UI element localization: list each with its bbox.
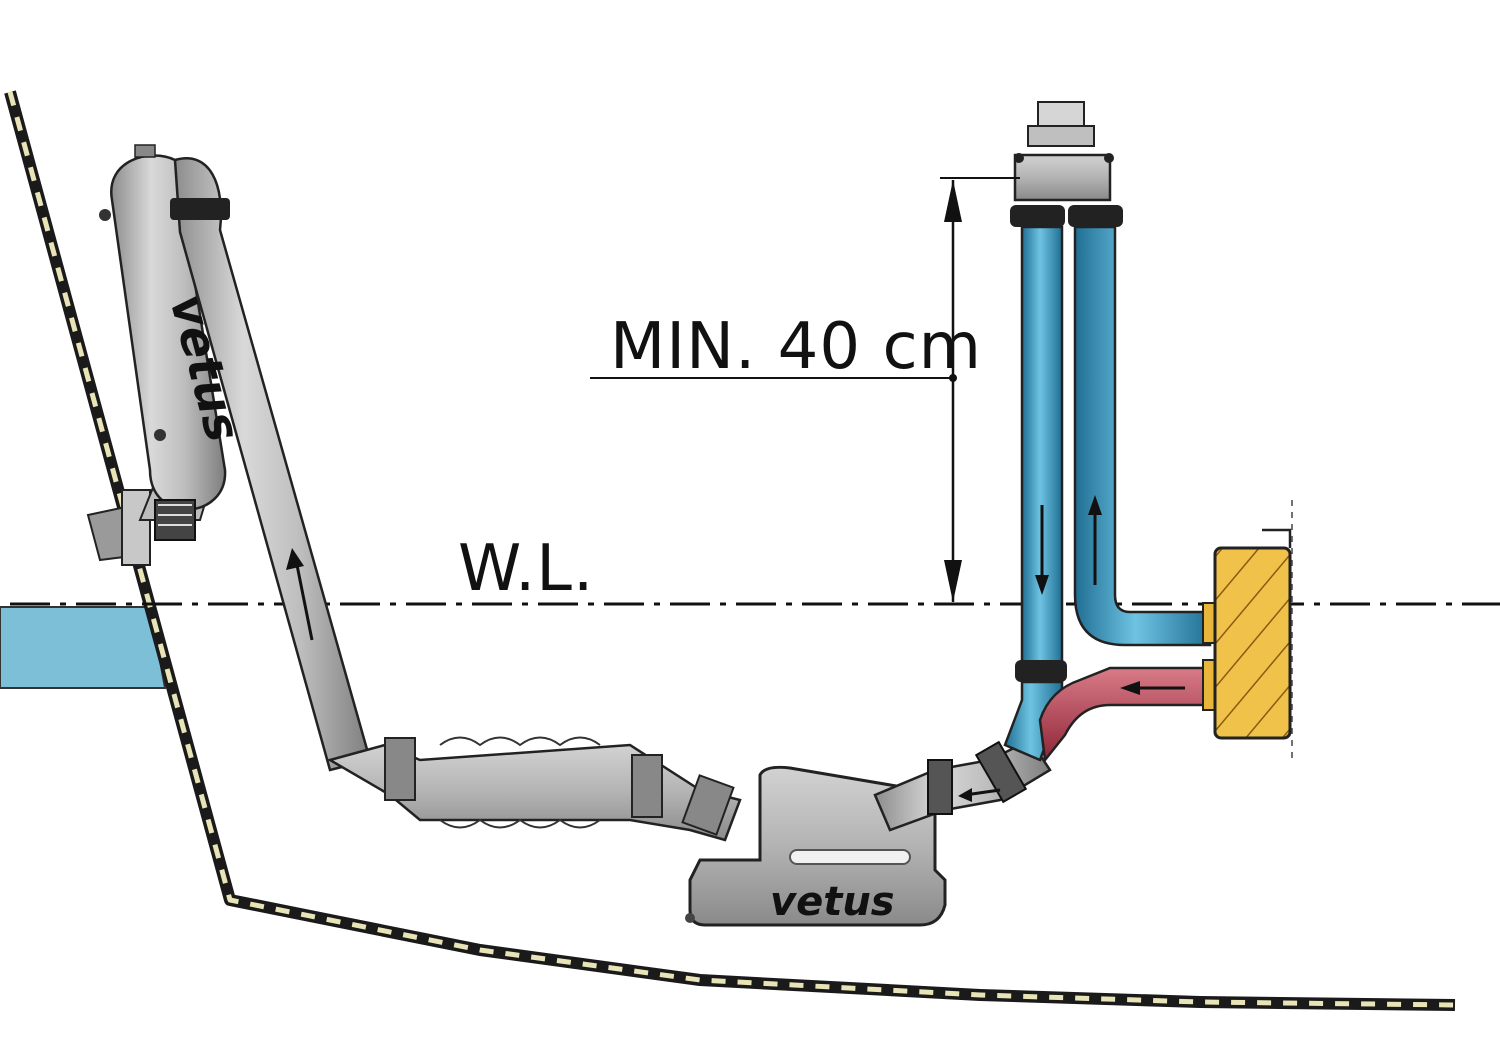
anti-siphon-valve	[1010, 101, 1123, 227]
height-dimension	[590, 177, 1020, 602]
hot-exhaust-pipe	[1038, 666, 1212, 764]
flow-arrows-cooling	[1035, 495, 1185, 695]
muffler-logo: vetus	[770, 879, 895, 925]
sea-water	[0, 606, 167, 689]
engine-block	[1202, 500, 1293, 760]
exhaust-hose	[326, 736, 742, 842]
hull	[4, 90, 1456, 1011]
flow-arrow-up	[286, 548, 314, 641]
inlet-elbow	[873, 738, 1052, 832]
gooseneck	[99, 144, 372, 772]
exhaust-hull-outlet	[86, 489, 151, 566]
min-height-label: MIN. 40 cm	[610, 310, 982, 384]
cooling-water-pipes	[1003, 225, 1212, 762]
waterline-label: W.L.	[458, 532, 594, 606]
